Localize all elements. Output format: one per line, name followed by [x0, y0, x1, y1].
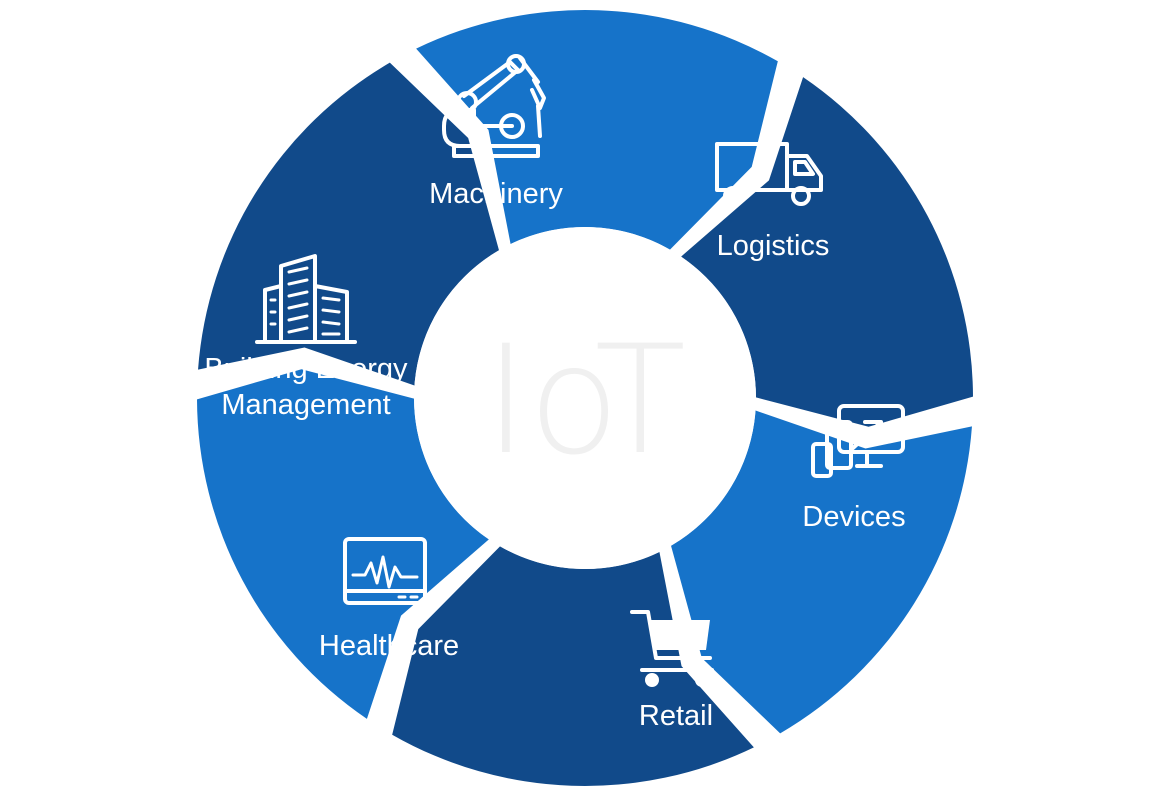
buildings-icon	[255, 254, 357, 344]
robot-arm-icon	[442, 54, 546, 158]
segment-label-building-energy-management-line-1: Building Energy	[204, 353, 408, 385]
center-circle	[414, 227, 756, 569]
devices-icon	[811, 404, 905, 478]
segment-healthcare	[197, 369, 489, 719]
segment-building-energy-management	[198, 62, 499, 386]
heart-monitor-icon	[343, 537, 427, 605]
segment-label-machinery: Machinery	[429, 178, 563, 210]
segment-logistics	[681, 77, 973, 427]
segment-label-retail: Retail	[639, 700, 713, 732]
center-hub: IoT	[414, 227, 756, 569]
segment-layer	[197, 10, 973, 786]
truck-icon	[715, 142, 823, 206]
segment-devices	[671, 410, 972, 734]
segment-label-logistics: Logistics	[717, 230, 830, 262]
shopping-cart-icon	[630, 610, 714, 687]
center-title: IoT	[484, 314, 686, 488]
segment-label-healthcare: Healthcare	[319, 630, 459, 662]
segment-machinery	[416, 10, 778, 250]
segment-label-building-energy-management-line-2: Management	[221, 389, 390, 421]
segment-retail	[392, 546, 754, 786]
segment-label-devices: Devices	[802, 501, 905, 533]
